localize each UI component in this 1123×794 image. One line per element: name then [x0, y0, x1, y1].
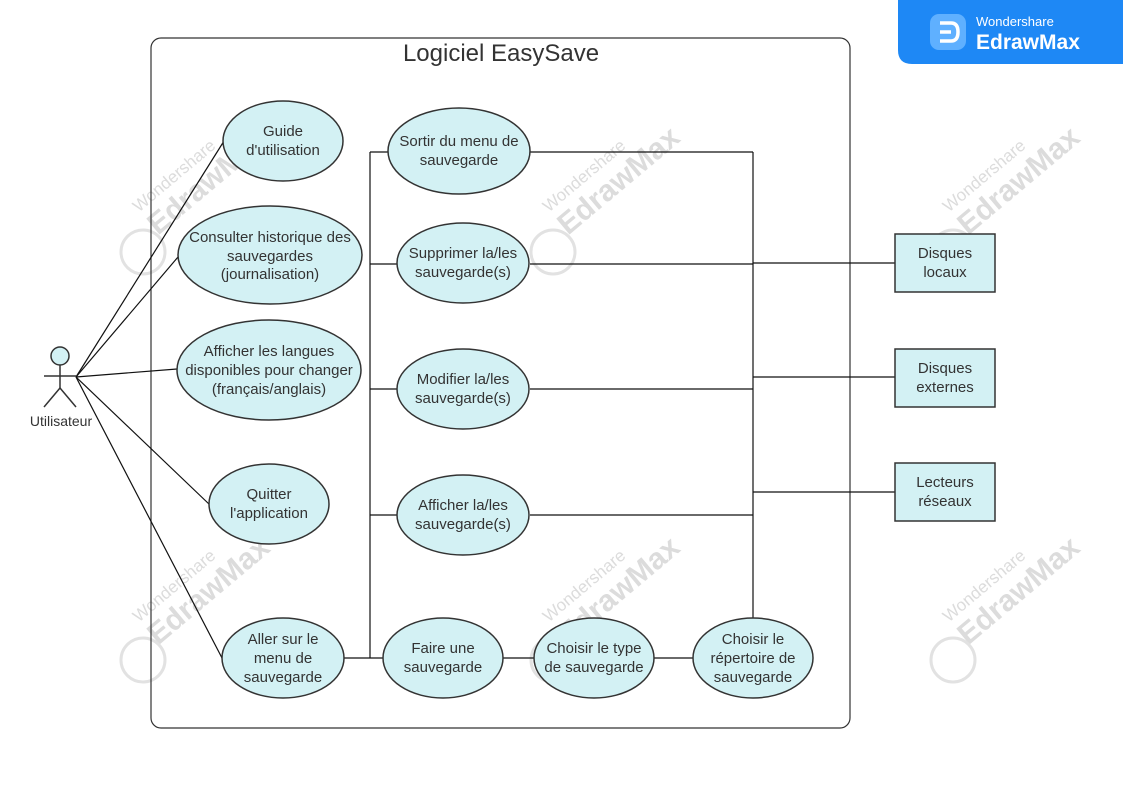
- use-case-modifier[interactable]: Modifier la/les sauvegarde(s): [396, 348, 530, 430]
- external-lecteurs-reseaux-line-1: Lecteurs: [916, 474, 974, 491]
- external-disques-externes-line-2: externes: [916, 379, 974, 396]
- use-case-menu-line-1: Aller sur le: [248, 631, 319, 648]
- external-disques-locaux-line-1: Disques: [918, 245, 972, 262]
- use-case-quitter[interactable]: Quitter l'application: [208, 463, 330, 545]
- actor-label: Utilisateur: [30, 413, 93, 429]
- watermark: Wondershare EdrawMax: [939, 120, 1086, 241]
- use-case-type[interactable]: Choisir le type de sauvegarde: [533, 617, 655, 699]
- use-case-guide-line-2: d'utilisation: [246, 142, 320, 159]
- use-case-modifier-line-2: sauvegarde(s): [415, 390, 511, 407]
- use-case-modifier-line-1: Modifier la/les: [417, 371, 510, 388]
- use-case-repertoire-line-3: sauvegarde: [714, 669, 792, 686]
- badge-brand-top: Wondershare: [976, 14, 1054, 29]
- use-case-langues-line-3: (français/anglais): [212, 381, 326, 398]
- use-case-faire[interactable]: Faire une sauvegarde: [382, 617, 504, 699]
- actor-utilisateur: [43, 346, 77, 408]
- use-case-faire-line-2: sauvegarde: [404, 659, 482, 676]
- use-case-supprimer-line-1: Supprimer la/les: [409, 245, 517, 262]
- use-case-historique-line-3: (journalisation): [221, 266, 319, 283]
- use-case-menu-line-3: sauvegarde: [244, 669, 322, 686]
- use-case-sortir-line-2: sauvegarde: [420, 152, 498, 169]
- external-lecteurs-reseaux[interactable]: Lecteurs réseaux: [894, 462, 996, 522]
- use-case-langues[interactable]: Afficher les langues disponibles pour ch…: [176, 319, 362, 421]
- use-case-repertoire-line-2: répertoire de: [710, 650, 795, 667]
- use-case-afficher-line-2: sauvegarde(s): [415, 516, 511, 533]
- edrawmax-logo-icon: [930, 14, 966, 50]
- external-disques-externes-line-1: Disques: [918, 360, 972, 377]
- badge-brand-name: EdrawMax: [976, 31, 1080, 54]
- use-case-historique-line-2: sauvegardes: [227, 248, 313, 265]
- use-case-sortir-line-1: Sortir du menu de: [399, 133, 518, 150]
- use-case-afficher-line-1: Afficher la/les: [418, 497, 508, 514]
- use-case-repertoire-line-1: Choisir le: [722, 631, 785, 648]
- use-case-langues-line-2: disponibles pour changer: [185, 362, 353, 379]
- use-case-menu-line-2: menu de: [254, 650, 312, 667]
- use-case-afficher[interactable]: Afficher la/les sauvegarde(s): [396, 474, 530, 556]
- watermark: Wondershare EdrawMax: [939, 530, 1086, 651]
- watermark: Wondershare EdrawMax: [539, 120, 686, 241]
- use-case-guide[interactable]: Guide d'utilisation: [222, 100, 344, 182]
- use-case-historique[interactable]: Consulter historique des sauvegardes (jo…: [177, 205, 363, 305]
- use-case-historique-line-1: Consulter historique des: [189, 229, 351, 246]
- system-title: Logiciel EasySave: [403, 40, 599, 67]
- use-case-sortir[interactable]: Sortir du menu de sauvegarde: [387, 107, 531, 195]
- use-case-type-line-2: de sauvegarde: [544, 659, 643, 676]
- use-case-supprimer[interactable]: Supprimer la/les sauvegarde(s): [396, 222, 530, 304]
- use-case-quitter-line-1: Quitter: [246, 486, 291, 503]
- use-case-type-line-1: Choisir le type: [546, 640, 641, 657]
- use-case-langues-line-1: Afficher les langues: [204, 343, 335, 360]
- external-disques-externes[interactable]: Disques externes: [894, 348, 996, 408]
- use-case-quitter-line-2: l'application: [230, 505, 308, 522]
- use-case-menu[interactable]: Aller sur le menu de sauvegarde: [221, 617, 345, 699]
- external-lecteurs-reseaux-line-2: réseaux: [918, 493, 972, 510]
- use-case-guide-line-1: Guide: [263, 123, 303, 140]
- external-disques-locaux[interactable]: Disques locaux: [894, 233, 996, 293]
- use-case-faire-line-1: Faire une: [411, 640, 474, 657]
- actor-head-icon: [50, 346, 70, 366]
- include-connectors: [344, 151, 895, 659]
- external-disques-locaux-line-2: locaux: [923, 264, 967, 281]
- actor-associations: [75, 140, 225, 659]
- edrawmax-badge: Wondershare EdrawMax: [898, 0, 1123, 64]
- use-case-repertoire[interactable]: Choisir le répertoire de sauvegarde: [692, 617, 814, 699]
- use-case-supprimer-line-2: sauvegarde(s): [415, 264, 511, 281]
- system-boundary: [150, 37, 851, 729]
